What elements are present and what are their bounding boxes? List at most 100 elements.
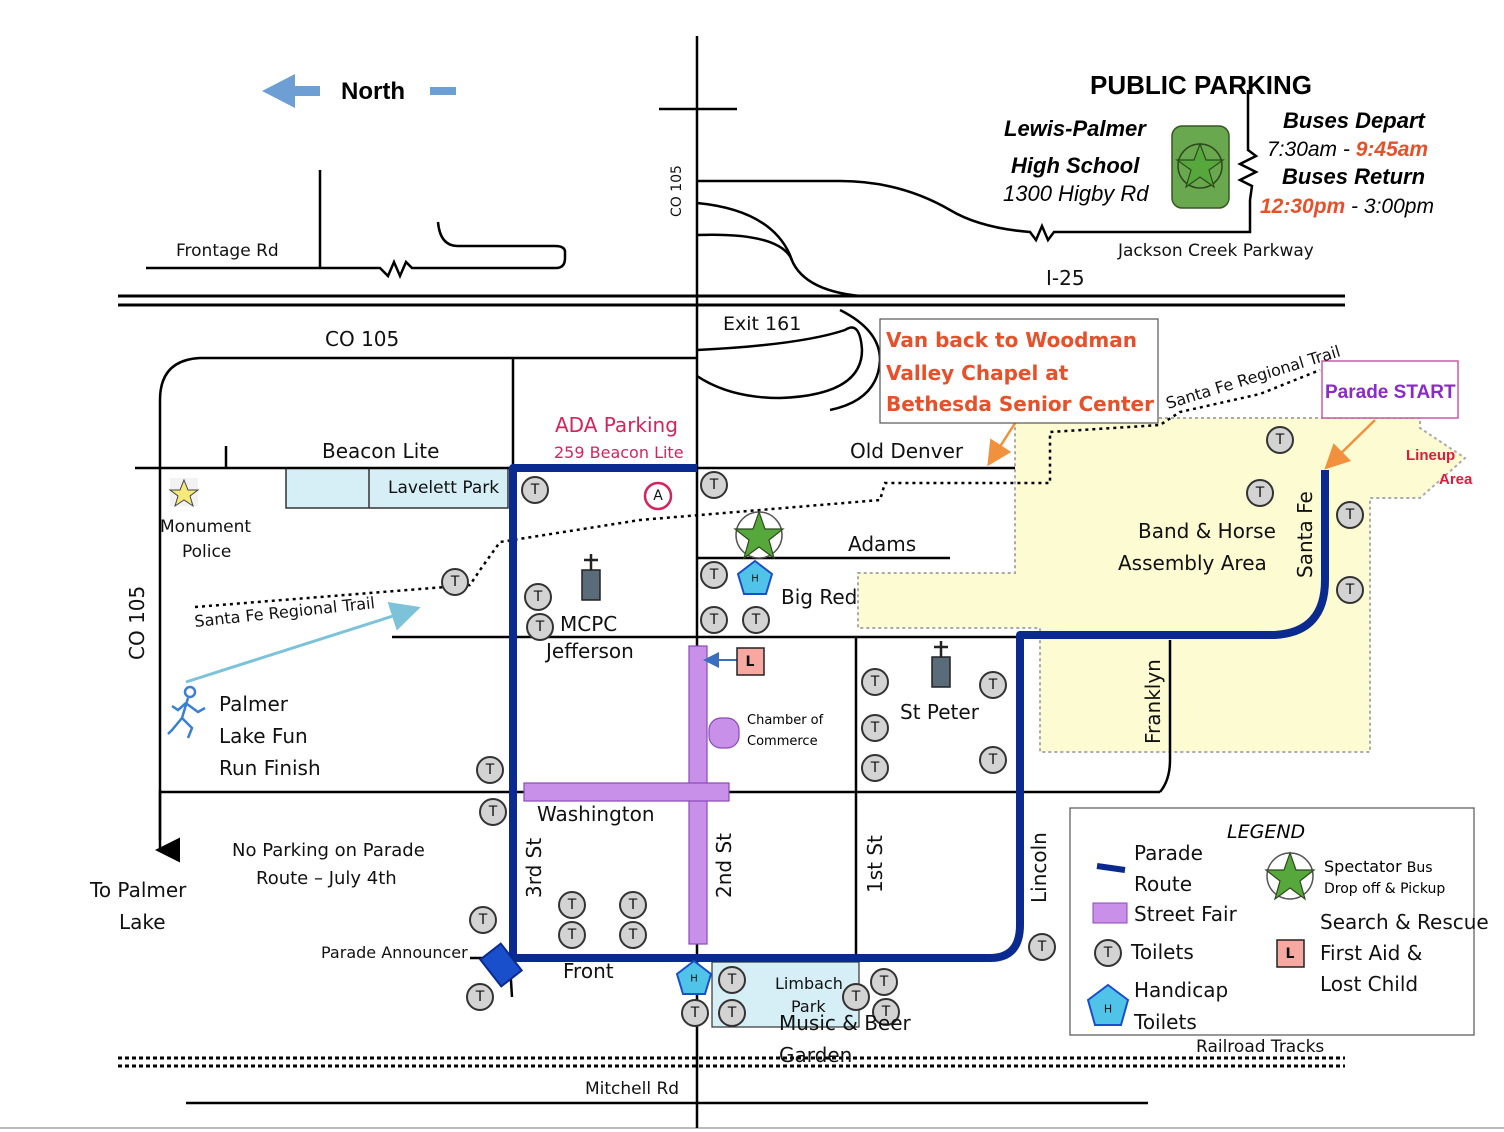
santa-fe-label: Santa Fe bbox=[1293, 491, 1317, 578]
toilet-icon: T bbox=[979, 746, 1007, 774]
adams-label: Adams bbox=[848, 532, 916, 556]
van-info-box bbox=[879, 318, 1159, 424]
toilet-icon: T bbox=[1246, 479, 1274, 507]
toilet-icon: T bbox=[558, 921, 586, 949]
chamber-label-2: Commerce bbox=[747, 734, 818, 749]
toilet-icon: T bbox=[1266, 426, 1294, 454]
st-peter-church-icon bbox=[931, 641, 951, 688]
parade-start-label: Parade START bbox=[1325, 382, 1456, 403]
chamber-label-1: Chamber of bbox=[747, 713, 824, 728]
compass-label: North bbox=[341, 78, 405, 105]
limbach-label-1: Limbach bbox=[775, 974, 843, 993]
legend-first-aid-1: First Aid & bbox=[1320, 941, 1422, 965]
svg-text:T: T bbox=[628, 927, 638, 943]
svg-text:T: T bbox=[988, 752, 998, 768]
svg-text:T: T bbox=[751, 612, 761, 628]
toilet-icon: T bbox=[700, 606, 728, 634]
music-label-1: Music & Beer bbox=[779, 1011, 912, 1035]
street-fair-washington bbox=[523, 782, 730, 802]
svg-text:T: T bbox=[1345, 507, 1355, 523]
svg-text:T: T bbox=[709, 612, 719, 628]
svg-text:T: T bbox=[727, 972, 737, 988]
legend-first-aid-2: Lost Child bbox=[1320, 972, 1418, 996]
svg-text:T: T bbox=[533, 589, 543, 605]
svg-text:T: T bbox=[485, 762, 495, 778]
music-label-2: Garden bbox=[779, 1043, 852, 1067]
svg-text:T: T bbox=[727, 1005, 737, 1021]
svg-text:T: T bbox=[450, 574, 460, 590]
railroad-label: Railroad Tracks bbox=[1196, 1037, 1324, 1057]
svg-text:T: T bbox=[1275, 432, 1285, 448]
toilet-icon: T bbox=[861, 668, 889, 696]
svg-text:T: T bbox=[478, 912, 488, 928]
exit161-label: Exit 161 bbox=[723, 313, 801, 335]
i25-label: I-25 bbox=[1046, 266, 1085, 290]
parade-announcer-marker bbox=[478, 942, 524, 988]
no-parking-label-2: Route – July 4th bbox=[256, 868, 397, 889]
svg-text:T: T bbox=[530, 482, 540, 498]
announcer-label: Parade Announcer bbox=[321, 943, 468, 962]
toilet-icon: T bbox=[1336, 501, 1364, 529]
svg-text:T: T bbox=[870, 674, 880, 690]
toilet-icon: T bbox=[476, 756, 504, 784]
st-peter-label: St Peter bbox=[900, 700, 980, 724]
van-label-3: Bethesda Senior Center bbox=[886, 392, 1154, 416]
handicap-toilet-icon: H bbox=[736, 559, 774, 595]
svg-text:T: T bbox=[1255, 485, 1265, 501]
big-red-label: Big Red bbox=[781, 585, 857, 609]
legend-street-fair: Street Fair bbox=[1134, 902, 1238, 926]
front-label: Front bbox=[563, 959, 614, 983]
legend-spectator: Spectator Bus bbox=[1324, 857, 1433, 876]
svg-text:T: T bbox=[709, 567, 719, 583]
svg-text:T: T bbox=[870, 760, 880, 776]
svg-text:T: T bbox=[851, 989, 861, 1005]
buses-return-label: Buses Return bbox=[1282, 164, 1425, 189]
toilet-icon: T bbox=[526, 613, 554, 641]
runner-icon bbox=[167, 685, 206, 739]
legend-parade-1: Parade bbox=[1134, 841, 1203, 865]
palmer-label-1: Palmer bbox=[219, 692, 289, 716]
svg-text:T: T bbox=[988, 677, 998, 693]
toilet-icon: T bbox=[521, 476, 549, 504]
van-label-2: Valley Chapel at bbox=[886, 361, 1069, 385]
spectator-bus-star-icon bbox=[733, 510, 785, 560]
svg-text:T: T bbox=[628, 897, 638, 913]
svg-text:T: T bbox=[881, 1004, 891, 1020]
chamber-marker bbox=[708, 717, 740, 749]
ada-parking-title: ADA Parking bbox=[555, 413, 678, 437]
ada-parking-icon: A bbox=[643, 481, 673, 511]
toilet-icon: T bbox=[872, 998, 900, 1026]
no-parking-label-1: No Parking on Parade bbox=[232, 840, 425, 861]
old-denver-label: Old Denver bbox=[850, 439, 964, 463]
svg-text:T: T bbox=[475, 989, 485, 1005]
legend-search-rescue: Search & Rescue bbox=[1320, 910, 1489, 934]
washington-label: Washington bbox=[537, 802, 655, 826]
toilet-icon: T bbox=[469, 906, 497, 934]
legend-box bbox=[1069, 807, 1475, 1036]
legend-handicap-2: Toilets bbox=[1133, 1010, 1197, 1034]
band-horse-label-1: Band & Horse bbox=[1138, 519, 1276, 543]
toilet-icon: T bbox=[681, 999, 709, 1027]
second-st-label: 2nd St bbox=[712, 833, 736, 898]
toilet-icon: T bbox=[700, 561, 728, 589]
svg-text:T: T bbox=[567, 897, 577, 913]
toilet-icon: T bbox=[979, 671, 1007, 699]
toilet-icon: T bbox=[700, 471, 728, 499]
svg-text:T: T bbox=[1103, 945, 1113, 961]
mitchell-rd-label: Mitchell Rd bbox=[585, 1079, 679, 1099]
svg-text:T: T bbox=[690, 1005, 700, 1021]
svg-text:T: T bbox=[709, 477, 719, 493]
lincoln-label: Lincoln bbox=[1027, 832, 1051, 903]
lavelett-park-area bbox=[285, 467, 509, 509]
svg-text:L: L bbox=[746, 654, 755, 670]
first-st-label: 1st St bbox=[863, 835, 887, 893]
svg-text:T: T bbox=[535, 619, 545, 635]
toilet-icon: T bbox=[1336, 576, 1364, 604]
svg-text:T: T bbox=[870, 720, 880, 736]
legend-toilets: Toilets bbox=[1130, 940, 1194, 964]
toilet-icon: T bbox=[466, 983, 494, 1011]
svg-text:T: T bbox=[567, 927, 577, 943]
toilet-icon: T bbox=[842, 983, 870, 1011]
trail-right-label: Santa Fe Regional Trail bbox=[1164, 342, 1343, 413]
limbach-label-2: Park bbox=[791, 997, 826, 1016]
